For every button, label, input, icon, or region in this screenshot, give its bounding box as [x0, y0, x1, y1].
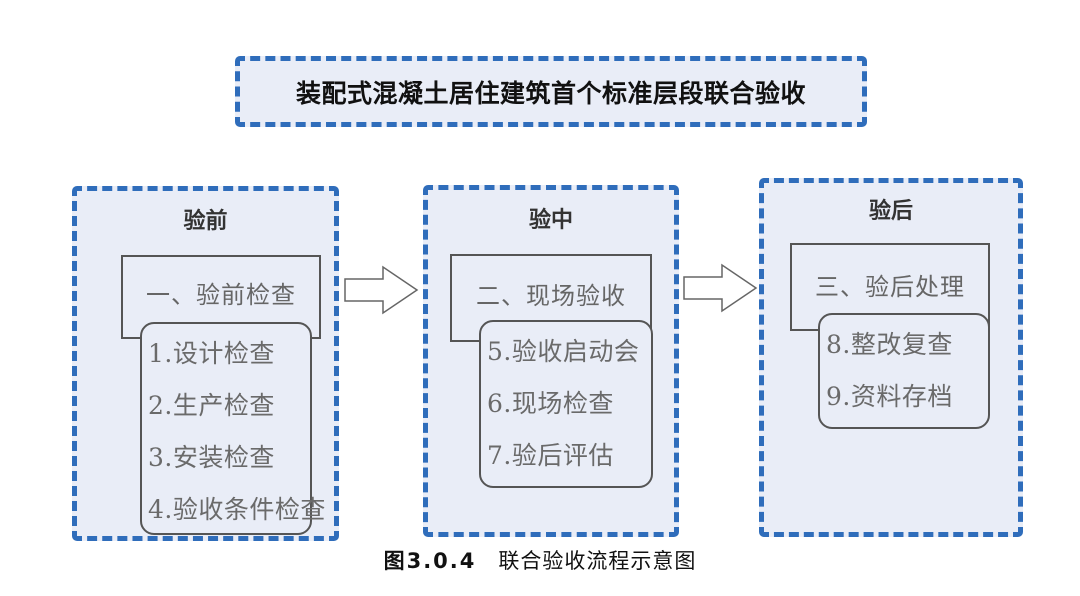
right-arrow-icon [344, 265, 419, 315]
right-arrow-icon [683, 263, 758, 313]
diagram-title: 装配式混凝土居住建筑首个标准层段联合验收 [295, 78, 806, 108]
phase-label: 一、验前检查 [146, 281, 296, 309]
diagram-title-box: 装配式混凝土居住建筑首个标准层段联合验收 [235, 56, 867, 127]
step-item: 7.验后评估 [487, 441, 614, 470]
step-item: 1.设计检查 [148, 339, 275, 368]
steps-box: 5.验收启动会 6.现场检查 7.验后评估 [479, 320, 653, 488]
figure-title: 联合验收流程示意图 [498, 549, 697, 573]
stage-heading: 验前 [183, 209, 228, 234]
steps-box: 1.设计检查 2.生产检查 3.安装检查 4.验收条件检查 [140, 322, 326, 535]
phase-label: 三、验后处理 [815, 273, 965, 301]
stage-heading: 验后 [868, 199, 913, 224]
figure-caption: 图3.0.4 联合验收流程示意图 [0, 545, 1080, 575]
stage-during-panel: 验中 二、现场验收 5.验收启动会 6.现场检查 7.验后评估 [423, 185, 679, 537]
step-item: 6.现场检查 [487, 389, 614, 418]
step-item: 5.验收启动会 [487, 337, 640, 366]
step-item: 3.安装检查 [148, 443, 275, 472]
stage-heading: 验中 [528, 208, 573, 233]
phase-label: 二、现场验收 [476, 282, 626, 310]
step-item: 8.整改复查 [826, 330, 953, 359]
steps-box: 8.整改复查 9.资料存档 [818, 313, 990, 429]
step-item: 4.验收条件检查 [148, 495, 326, 524]
figure-number: 图3.0.4 [383, 549, 477, 573]
step-item: 9.资料存档 [826, 382, 953, 411]
stage-before-panel: 验前 一、验前检查 1.设计检查 2.生产检查 3.安装检查 4.验收条件检查 [72, 186, 339, 541]
step-item: 2.生产检查 [148, 391, 275, 420]
stage-after-panel: 验后 三、验后处理 8.整改复查 9.资料存档 [759, 178, 1023, 537]
